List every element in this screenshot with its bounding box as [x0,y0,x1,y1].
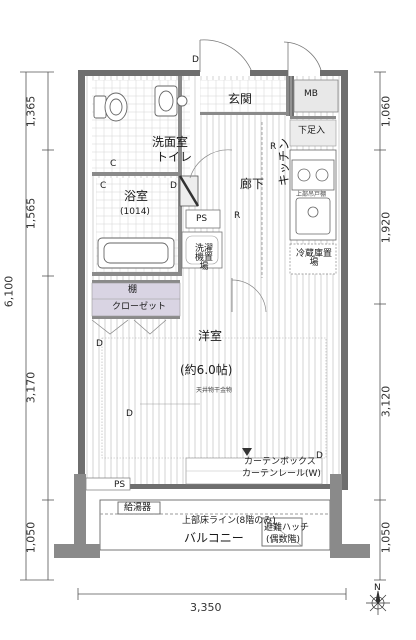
curtain-box-label: カーテンボックス [244,457,316,467]
shoe-box [289,119,337,147]
washer-box [181,231,223,269]
ps-bottom-label: PS [114,480,126,490]
marker-r-hall: R [234,211,241,221]
dimension-lines-left [20,71,54,581]
bathtub-fixture [97,237,175,269]
marker-d-top: D [192,55,199,65]
entrance-doors [199,39,323,76]
dim-left-bottom: 1,050 [24,521,38,554]
mb-box [293,79,339,113]
room-mb: MB [304,89,318,99]
shelf-label: 棚 [128,285,138,295]
dimension-lines-right [374,71,386,581]
dim-right-top: 1,060 [379,95,393,128]
dimension-line-bottom [77,588,347,600]
basin-fixture [154,85,188,117]
dim-right-bottom: 1,050 [379,521,393,554]
dim-left-lower: 3,170 [24,371,38,404]
curtain-rail-label: カーテンレール(W) [242,469,321,479]
dim-left-mid: 1,565 [24,197,38,230]
marker-d-room2: D [316,451,323,461]
kitchen-fixtures [289,149,337,241]
ceiling-item-label: 天井物干金物 [196,387,233,394]
marker-d-bath: D [170,181,177,191]
upper-cabinet-label: 上部吊戸棚 [296,191,327,198]
evac-hatch-note: (偶数階) [266,535,301,545]
dim-right-mid: 1,920 [379,211,393,244]
room-shoe-box: 下足入 [298,126,326,136]
room-western-size: (約6.0帖) [180,363,233,377]
arrow-marker-icon [242,448,252,456]
closet-doors [91,319,167,335]
room-toilet: トイレ [156,150,193,164]
dim-left-top: 1,365 [24,95,38,128]
interior-walls [92,76,336,319]
fridge-space-box [289,243,337,275]
marker-d-closet: D [96,339,103,349]
toilet-fixture [93,92,128,122]
upper-floor-line-label: 上部床ライン(8階のみ) [182,516,276,526]
marker-c-left: C [110,159,117,169]
room-balcony: バルコニー [184,531,244,545]
compass-north-label: N [374,583,381,593]
dim-width: 3,350 [190,601,222,614]
compass-icon [366,590,390,615]
water-supply-label: 給湯器 [124,503,152,513]
room-bath-size: (1014) [120,207,150,217]
dim-left-total: 6,100 [2,275,16,308]
fridge-space-label: 冷蔵庫置場 [295,249,332,268]
marker-d-room: D [126,409,133,419]
closet-block [91,282,181,317]
room-entrance: 玄関 [228,92,253,106]
washer-space-label: 洗濯機置場 [194,244,213,272]
marker-r-kitchen: R [270,142,277,152]
room-kitchen: キッチン [277,137,291,186]
balcony [99,499,331,551]
ps-center-label: PS [196,214,208,224]
evac-hatch-label: 避難ハッチ [264,523,310,533]
closet-label: クローゼット [112,302,167,312]
balcony-walls [54,474,370,558]
room-western: 洋室 [198,329,223,343]
room-bathroom: 浴室 [124,189,149,203]
room-hallway: 廊下 [240,177,265,191]
ps-center-box [185,209,221,229]
dim-right-lower: 3,120 [379,385,393,418]
marker-c-bath: C [100,181,107,191]
room-washroom: 洗面室 [152,135,189,149]
